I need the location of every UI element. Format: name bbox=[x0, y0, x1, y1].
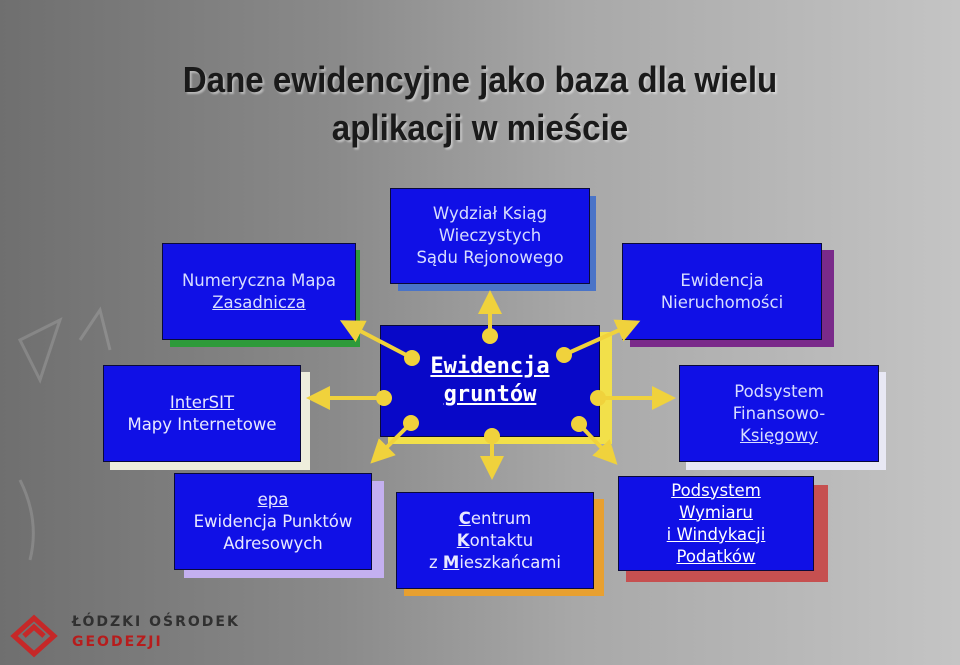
compass-decoration bbox=[17, 306, 112, 561]
wydzial-line-3: Sądu Rejonowego bbox=[416, 248, 564, 267]
title-line-1: Dane ewidencyjne jako baza dla wielu bbox=[182, 59, 778, 100]
arrow-to-intersit bbox=[306, 386, 392, 410]
wydzial-line-1: Wydział Ksiąg bbox=[432, 204, 548, 223]
podsystem-fin-line-1: Podsystem bbox=[734, 381, 824, 401]
box-podsystem-wymiaru: Podsystem Wymiaru i Windykacji Podatków bbox=[618, 476, 814, 571]
center-line-2: gruntów bbox=[443, 382, 537, 407]
ckm-line-1-rest: entrum bbox=[470, 508, 532, 528]
arrow-to-podsystem-wymiaru bbox=[571, 416, 618, 465]
arrow-to-epa bbox=[370, 415, 419, 464]
ewidencja-nieruchomosci-line-2: Nieruchomości bbox=[660, 292, 784, 312]
box-intersit: InterSIT Mapy Internetowe bbox=[103, 365, 301, 462]
arrow-to-ckm bbox=[480, 428, 504, 480]
ckm-letter-c: C bbox=[458, 508, 471, 528]
logo-icon bbox=[10, 614, 58, 658]
box-wydzial-ksiag: Wydział Ksiąg Wieczystych Sądu Rejonoweg… bbox=[390, 188, 590, 284]
box-centrum-kontaktu: Centrum Kontaktu z Mieszkańcami bbox=[396, 492, 594, 589]
logo-line-2: GEODEZJI bbox=[72, 634, 163, 650]
intersit-line-1: InterSIT bbox=[169, 392, 235, 412]
logo-line-1: ŁÓDZKI OŚRODEK bbox=[72, 614, 240, 630]
box-epa: epa Ewidencja Punktów Adresowych bbox=[174, 473, 372, 570]
box-podsystem-finansowo-ksiegowy: Podsystem Finansowo- Księgowy bbox=[679, 365, 879, 462]
pw-line-2: Wymiaru bbox=[679, 502, 753, 522]
box-numeryczna-mapa: Numeryczna Mapa Zasadnicza bbox=[162, 243, 356, 340]
wydzial-line-2: Wieczystych bbox=[438, 226, 542, 245]
ckm-line-3-prefix: z bbox=[429, 552, 443, 572]
numeryczna-line-2: Zasadnicza bbox=[212, 292, 306, 312]
title-line-2: aplikacji w mieście bbox=[331, 107, 629, 148]
podsystem-fin-line-3: Księgowy bbox=[740, 425, 818, 445]
arrow-to-ewidencja-nieruchomosci bbox=[556, 319, 641, 363]
epa-line-2: Ewidencja Punktów bbox=[193, 511, 353, 531]
ckm-line-2: Kontaktu bbox=[457, 530, 533, 552]
ckm-line-1: Centrum bbox=[459, 508, 532, 530]
pw-line-1: Podsystem bbox=[671, 480, 761, 500]
epa-line-1: epa bbox=[257, 489, 289, 509]
ckm-letter-k: K bbox=[456, 530, 470, 550]
ckm-line-3: z Mieszkańcami bbox=[429, 552, 561, 574]
intersit-line-2: Mapy Internetowe bbox=[127, 414, 277, 434]
epa-line-3: Adresowych bbox=[223, 533, 323, 553]
ckm-line-2-rest: ontaktu bbox=[469, 530, 534, 550]
ckm-line-3-rest: ieszkańcami bbox=[459, 552, 561, 572]
arrow-to-podsystem-fin bbox=[590, 386, 676, 410]
ewidencja-nieruchomosci-line-1: Ewidencja bbox=[680, 270, 764, 290]
numeryczna-line-1: Numeryczna Mapa bbox=[181, 270, 337, 290]
box-ewidencja-nieruchomosci: Ewidencja Nieruchomości bbox=[622, 243, 822, 340]
slide-title: Dane ewidencyjne jako baza dla wielu apl… bbox=[112, 56, 848, 152]
center-line-1: Ewidencja bbox=[430, 354, 550, 379]
arrow-to-wydzial bbox=[478, 290, 502, 344]
pw-line-4: Podatków bbox=[676, 546, 756, 566]
pw-line-3: i Windykacji bbox=[666, 524, 766, 544]
podsystem-fin-line-2: Finansowo- bbox=[732, 403, 826, 423]
ckm-letter-m: M bbox=[442, 552, 460, 572]
arrow-to-numeryczna bbox=[339, 320, 420, 366]
